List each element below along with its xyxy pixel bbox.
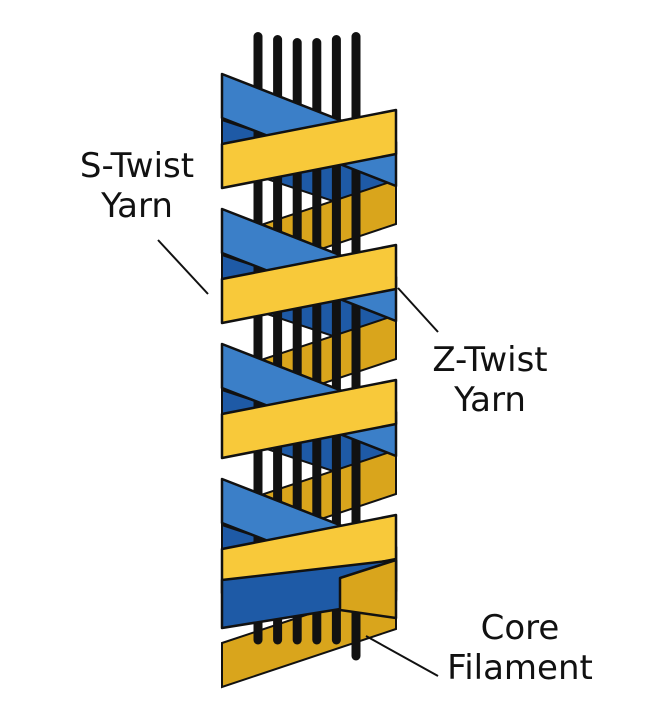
s-twist-leader-line [157, 239, 209, 295]
s-twist-yarn-label: S-Twist Yarn [52, 146, 222, 226]
z-twist-leader-line [397, 287, 439, 333]
s-twist-label-line2: Yarn [101, 186, 173, 226]
front-wrap-layer [220, 72, 398, 630]
s-twist-yarn-segment [220, 243, 398, 325]
core-filament-label: Core Filament [430, 608, 610, 688]
core-label-line1: Core [480, 608, 560, 648]
s-twist-yarn-segment [220, 108, 398, 190]
z-twist-label-line2: Yarn [454, 380, 526, 420]
s-twist-label-line1: S-Twist [79, 146, 195, 186]
z-twist-label-line1: Z-Twist [432, 340, 548, 380]
core-filament-leader-line [365, 635, 439, 677]
s-twist-yarn-segment [220, 378, 398, 460]
core-label-line2: Filament [447, 648, 593, 688]
z-twist-yarn-label: Z-Twist Yarn [400, 340, 580, 420]
leader-lines [157, 239, 439, 677]
s-twist-yarn-end [338, 558, 398, 620]
